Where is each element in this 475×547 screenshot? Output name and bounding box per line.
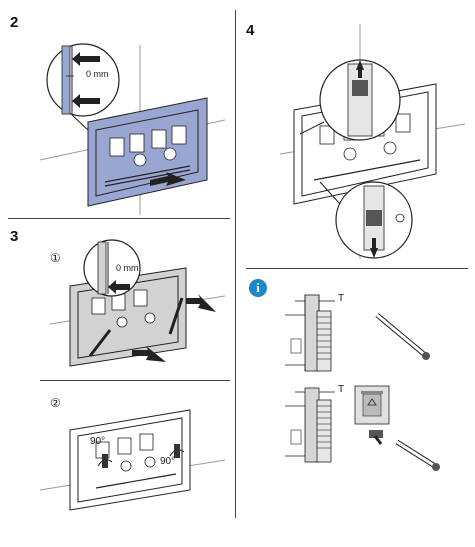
step3-angle-left: 90° — [90, 436, 106, 447]
info-icon: i — [249, 279, 267, 297]
step3-sub1-illustration — [49, 239, 226, 367]
step4-illustration — [279, 24, 466, 259]
info-illustration-top — [285, 294, 430, 372]
step3-angle-right: 90° — [160, 456, 176, 467]
step3-gap-label: 0 mm — [116, 263, 139, 273]
step3-sub2-marker: ② — [50, 396, 61, 410]
step2-gap-label: 0 mm — [86, 69, 109, 79]
thickness-label-top: T — [338, 293, 345, 304]
step2-illustration — [39, 43, 226, 215]
step-number-2: 2 — [10, 14, 19, 31]
step-number-4: 4 — [246, 22, 255, 39]
thickness-label-bottom: T — [338, 384, 345, 395]
step3-sub2-illustration — [39, 409, 226, 511]
divider-step3-sub — [40, 380, 230, 381]
step3-sub1-marker: ① — [50, 251, 61, 265]
info-illustration-bottom — [285, 385, 440, 471]
divider-step2-step3 — [8, 218, 230, 219]
divider-step4-info — [246, 268, 468, 269]
vertical-divider — [235, 10, 236, 518]
step-number-3: 3 — [10, 228, 19, 245]
